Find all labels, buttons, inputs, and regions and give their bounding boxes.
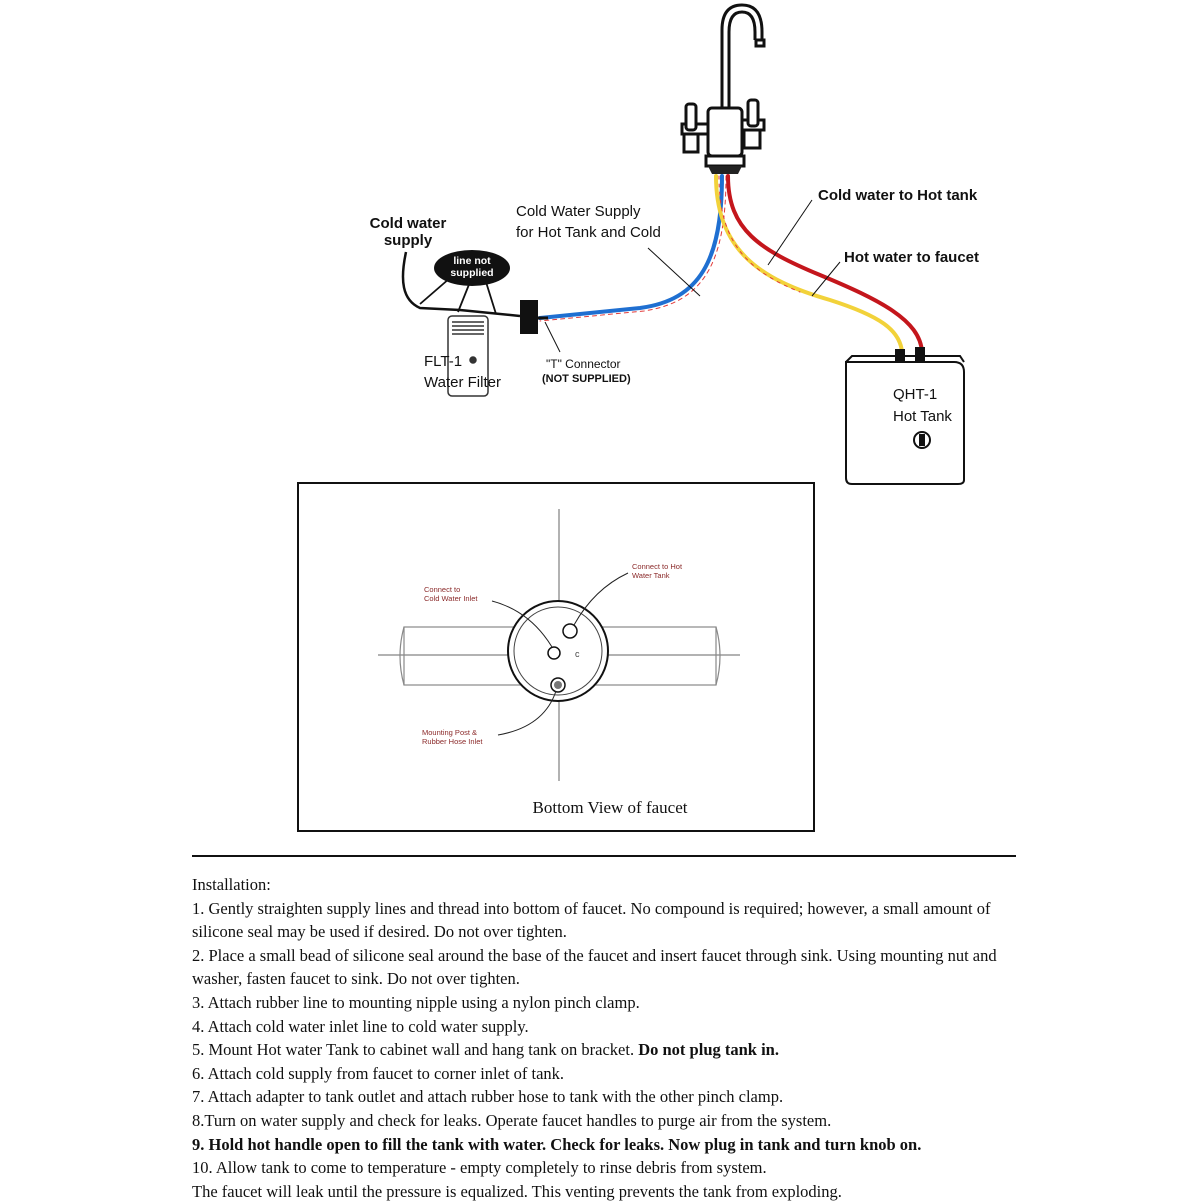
supply-lines [538,174,924,354]
svg-text:supplied: supplied [450,267,493,279]
bottom-view-diagram: c Connect to Cold Water Inlet Connect to… [297,482,815,832]
divider [192,855,1016,857]
svg-text:line not: line not [453,255,491,267]
cold-inlet-port [547,646,561,660]
step-5: 5. Mount Hot water Tank to cabinet wall … [192,1040,779,1060]
supply-hot-cold-label: Cold Water Supply [516,203,641,220]
cold-water-supply-label: Cold water [370,215,447,232]
hot-to-faucet-label: Hot water to faucet [844,249,979,266]
step-9: 9. Hold hot handle open to fill the tank… [192,1134,922,1154]
svg-text:(NOT SUPPLIED): (NOT SUPPLIED) [542,373,631,385]
step-8: 8.Turn on water supply and check for lea… [192,1110,832,1130]
step-1: 1. Gently straighten supply lines and th… [192,898,991,942]
step-3: 3. Attach rubber line to mounting nipple… [192,992,640,1012]
installation-heading: Installation: [192,875,271,894]
svg-text:Rubber Hose Inlet: Rubber Hose Inlet [422,737,483,746]
hot-tank-icon [845,347,965,485]
step-10: 10. Allow tank to come to temperature - … [192,1158,767,1178]
t-connector-label: "T" Connector [546,357,621,371]
step-4: 4. Attach cold water inlet line to cold … [192,1016,529,1036]
installation-instructions: Installation: 1. Gently straighten suppl… [192,873,1022,1203]
plumbing-diagram: line not supplied Cold water supply Cold… [370,3,979,485]
diagram-labels: Cold water supply Cold Water Supply for … [370,187,979,425]
svg-text:Hot Tank: Hot Tank [893,408,952,425]
bottom-view-caption: Bottom View of faucet [533,798,688,817]
step-2: 2. Place a small bead of silicone seal a… [192,945,997,989]
cold-to-hot-tank-label: Cold water to Hot tank [818,187,978,204]
label-hot-tank: Connect to Hot [632,562,683,571]
label-mounting-post: Mounting Post & [422,728,477,737]
water-filter-icon [447,315,489,397]
faucet-icon [680,3,766,174]
center-mark: c [575,649,580,659]
svg-text:for Hot Tank and Cold: for Hot Tank and Cold [516,224,661,241]
step-7: 7. Attach adapter to tank outlet and att… [192,1087,784,1107]
svg-text:supply: supply [384,232,433,249]
svg-text:Water Filter: Water Filter [424,374,501,391]
line-not-supplied-badge: line not supplied [434,250,510,286]
filter-label: FLT-1 [424,353,462,370]
step-6: 6. Attach cold supply from faucet to cor… [192,1063,565,1083]
cold-supply-line [401,251,521,318]
t-connector-icon [520,300,548,334]
label-cold-inlet: Connect to [424,585,460,594]
svg-text:Cold Water Inlet: Cold Water Inlet [424,594,478,603]
tank-label: QHT-1 [893,386,937,403]
svg-text:Water Tank: Water Tank [632,571,670,580]
callout-lines [647,199,841,297]
venting-note: The faucet will leak until the pressure … [192,1181,842,1201]
hot-tank-port [562,623,578,639]
